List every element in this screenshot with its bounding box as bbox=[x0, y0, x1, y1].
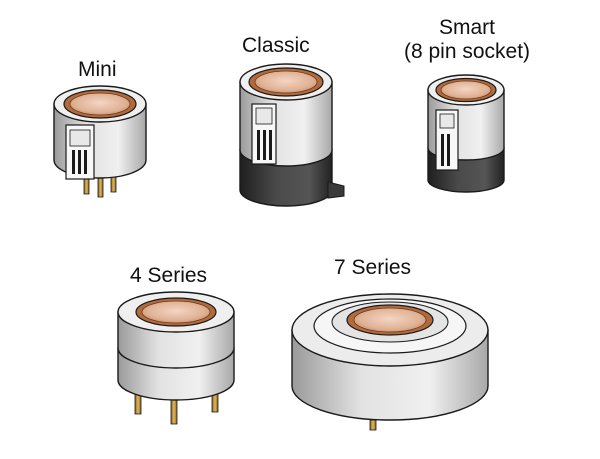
sensor-classic bbox=[239, 63, 345, 207]
label-smart-name: Smart bbox=[438, 16, 495, 39]
label-smart-note: (8 pin socket) bbox=[403, 40, 531, 63]
label-7-series: 7 Series bbox=[334, 256, 412, 279]
label-classic: Classic bbox=[242, 34, 310, 57]
sensor-mini bbox=[53, 85, 147, 198]
mini-pcb bbox=[65, 124, 95, 180]
sensor-4-series bbox=[117, 291, 235, 425]
sensor-7-series bbox=[291, 293, 489, 431]
smart-pcb bbox=[435, 109, 459, 171]
label-smart: Smart (8 pin socket) bbox=[402, 16, 532, 64]
label-mini: Mini bbox=[78, 58, 117, 81]
classic-pcb bbox=[251, 103, 277, 165]
label-4-series: 4 Series bbox=[130, 264, 208, 287]
sensor-smart bbox=[427, 74, 505, 193]
